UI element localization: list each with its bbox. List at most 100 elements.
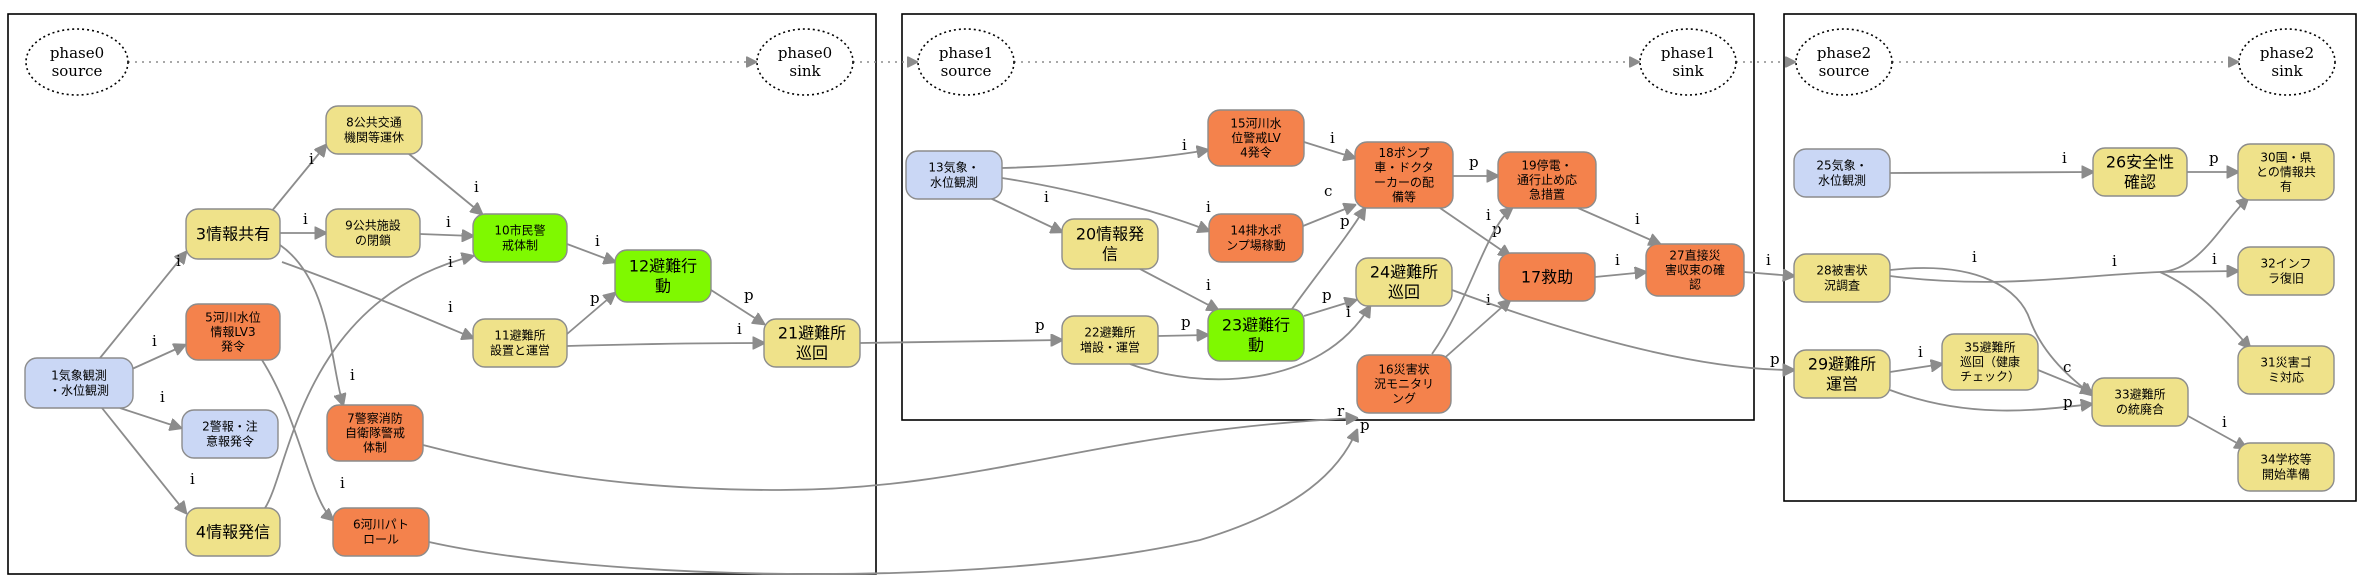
edge-label-e22_23: p bbox=[1181, 313, 1191, 331]
edge-e33_34 bbox=[2187, 415, 2246, 448]
edge-e18_17 bbox=[1439, 207, 1510, 256]
node-shape-n1 bbox=[24, 357, 134, 409]
node-shape-n7 bbox=[326, 404, 424, 462]
node-shape-n20 bbox=[1061, 218, 1159, 270]
node-label-n35: 巡回（健康 bbox=[1960, 354, 2020, 369]
node-label-n19: 急措置 bbox=[1529, 187, 1565, 202]
edge-label-e7_16: r bbox=[1337, 402, 1345, 420]
node-label-n20: 20情報発 bbox=[1076, 225, 1144, 244]
node-label-n14: 14排水ポ bbox=[1230, 224, 1281, 238]
node-label-n5: 発令 bbox=[221, 339, 245, 354]
edge-e13_20 bbox=[989, 197, 1062, 232]
edge-e4_10 bbox=[264, 256, 473, 509]
node-shape-n24 bbox=[1355, 257, 1453, 307]
node-shape-n8 bbox=[325, 105, 423, 155]
edge-e24_29 bbox=[1451, 289, 1794, 370]
node-label-n4: 4情報発信 bbox=[196, 523, 270, 542]
edge-label-e1_2: i bbox=[160, 388, 165, 406]
node-label-n30: 30国・県 bbox=[2260, 150, 2311, 164]
node-shape-p1src bbox=[917, 28, 1015, 96]
node-shape-n17 bbox=[1498, 252, 1596, 302]
node-label-n27: 害収束の確 bbox=[1665, 262, 1725, 277]
edge-e1_2 bbox=[119, 407, 181, 428]
edge-e3_7 bbox=[279, 244, 343, 405]
edge-e28_30 bbox=[1889, 198, 2248, 283]
edge-e23_24 bbox=[1303, 300, 1356, 317]
node-label-n19: 通行止め応 bbox=[1517, 173, 1577, 187]
node-label-n1: 1気象観測 bbox=[51, 368, 107, 383]
node-label-p0src: source bbox=[52, 62, 103, 80]
node-label-n16: 況モニタリ bbox=[1374, 376, 1434, 391]
node-shape-n12 bbox=[614, 249, 712, 303]
edge-label-e11_12: p bbox=[590, 289, 600, 307]
edge-label-e33_34: i bbox=[2222, 413, 2227, 431]
edge-e8_10 bbox=[408, 153, 482, 214]
edge-e29_35 bbox=[1889, 364, 1942, 373]
node-label-p0src: phase0 bbox=[50, 44, 104, 62]
edge-e21_22 bbox=[859, 340, 1062, 343]
node-label-n21: 21避難所 bbox=[778, 324, 846, 343]
edge-label-e14_18: c bbox=[1324, 182, 1332, 200]
node-label-n13: 水位観測 bbox=[930, 174, 978, 189]
edge-e5_6 bbox=[261, 359, 333, 520]
node-shape-n13 bbox=[905, 150, 1003, 200]
edge-e3_8 bbox=[270, 145, 326, 213]
node-shape-n35 bbox=[1941, 333, 2039, 391]
node-label-n18: ーカーの配 bbox=[1374, 175, 1434, 189]
node-shape-n15 bbox=[1207, 109, 1305, 167]
edge-e10_12 bbox=[566, 243, 615, 262]
node-shape-n16 bbox=[1356, 354, 1452, 414]
node-label-n5: 5河川水位 bbox=[205, 309, 261, 324]
edge-label-e5_6: i bbox=[340, 474, 345, 492]
node-label-n33: の統廃合 bbox=[2116, 401, 2164, 416]
edge-label-e29_35: i bbox=[1918, 343, 1923, 361]
node-label-n31: 31災害ゴ bbox=[2260, 355, 2311, 370]
node-n1: 1気象観測・水位観測 bbox=[24, 357, 134, 409]
node-shape-n27 bbox=[1645, 243, 1745, 297]
node-shape-n3 bbox=[185, 208, 281, 260]
edge-label-e3_7: i bbox=[350, 366, 355, 384]
node-label-n15: 4発令 bbox=[1240, 145, 1272, 160]
node-label-n25: 25気象・ bbox=[1816, 158, 1867, 173]
node-shape-n23 bbox=[1207, 308, 1305, 362]
node-label-n12: 動 bbox=[655, 276, 671, 295]
node-label-n9: の閉鎖 bbox=[355, 232, 391, 247]
node-label-p2sink: phase2 bbox=[2260, 44, 2314, 62]
node-label-n5: 情報LV3 bbox=[210, 325, 255, 339]
edge-label-e18_19: p bbox=[1469, 153, 1479, 171]
edge-label-e10_12: i bbox=[595, 232, 600, 250]
node-label-n7: 7警察消防 bbox=[347, 410, 403, 425]
node-label-n18: 備等 bbox=[1392, 189, 1416, 204]
node-label-n29: 運営 bbox=[1826, 374, 1858, 393]
edge-e28_32 bbox=[2159, 271, 2238, 272]
edge-e11_21 bbox=[566, 343, 764, 346]
node-shape-n26 bbox=[2092, 147, 2188, 197]
edge-e14_18 bbox=[1302, 205, 1355, 227]
edge-label-e27_28: i bbox=[1766, 251, 1771, 269]
edge-e22_23 bbox=[1157, 335, 1208, 336]
edge-label-e1_4: i bbox=[190, 470, 195, 488]
edge-label-e4_10: i bbox=[448, 253, 453, 271]
node-shape-n6 bbox=[332, 507, 430, 557]
edge-e9_10 bbox=[419, 234, 473, 236]
node-label-p2sink: sink bbox=[2271, 62, 2303, 80]
node-shape-n25 bbox=[1793, 148, 1891, 198]
node-shape-p2src bbox=[1795, 28, 1893, 96]
node-label-n16: 16災害状 bbox=[1378, 361, 1429, 376]
edge-label-e11_21: i bbox=[737, 320, 742, 338]
node-n17: 17救助 bbox=[1498, 252, 1596, 302]
edge-e22_24 bbox=[1129, 306, 1370, 381]
